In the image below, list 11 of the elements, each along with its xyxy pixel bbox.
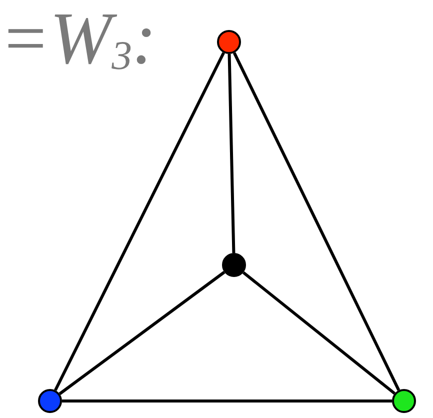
graph-edge: [232, 52, 400, 391]
graph-vertex: [38, 389, 62, 413]
graph-vertex: [217, 30, 241, 54]
graph-edge: [58, 270, 226, 396]
graph-edge: [54, 52, 225, 391]
graph-edge: [242, 271, 396, 395]
graph-vertex: [392, 389, 416, 413]
graph-edge: [228, 54, 236, 254]
graph-vertex: [222, 253, 246, 277]
graph-edge: [62, 400, 392, 402]
graph-name: =W$_{3}$:: [0, 2, 157, 77]
